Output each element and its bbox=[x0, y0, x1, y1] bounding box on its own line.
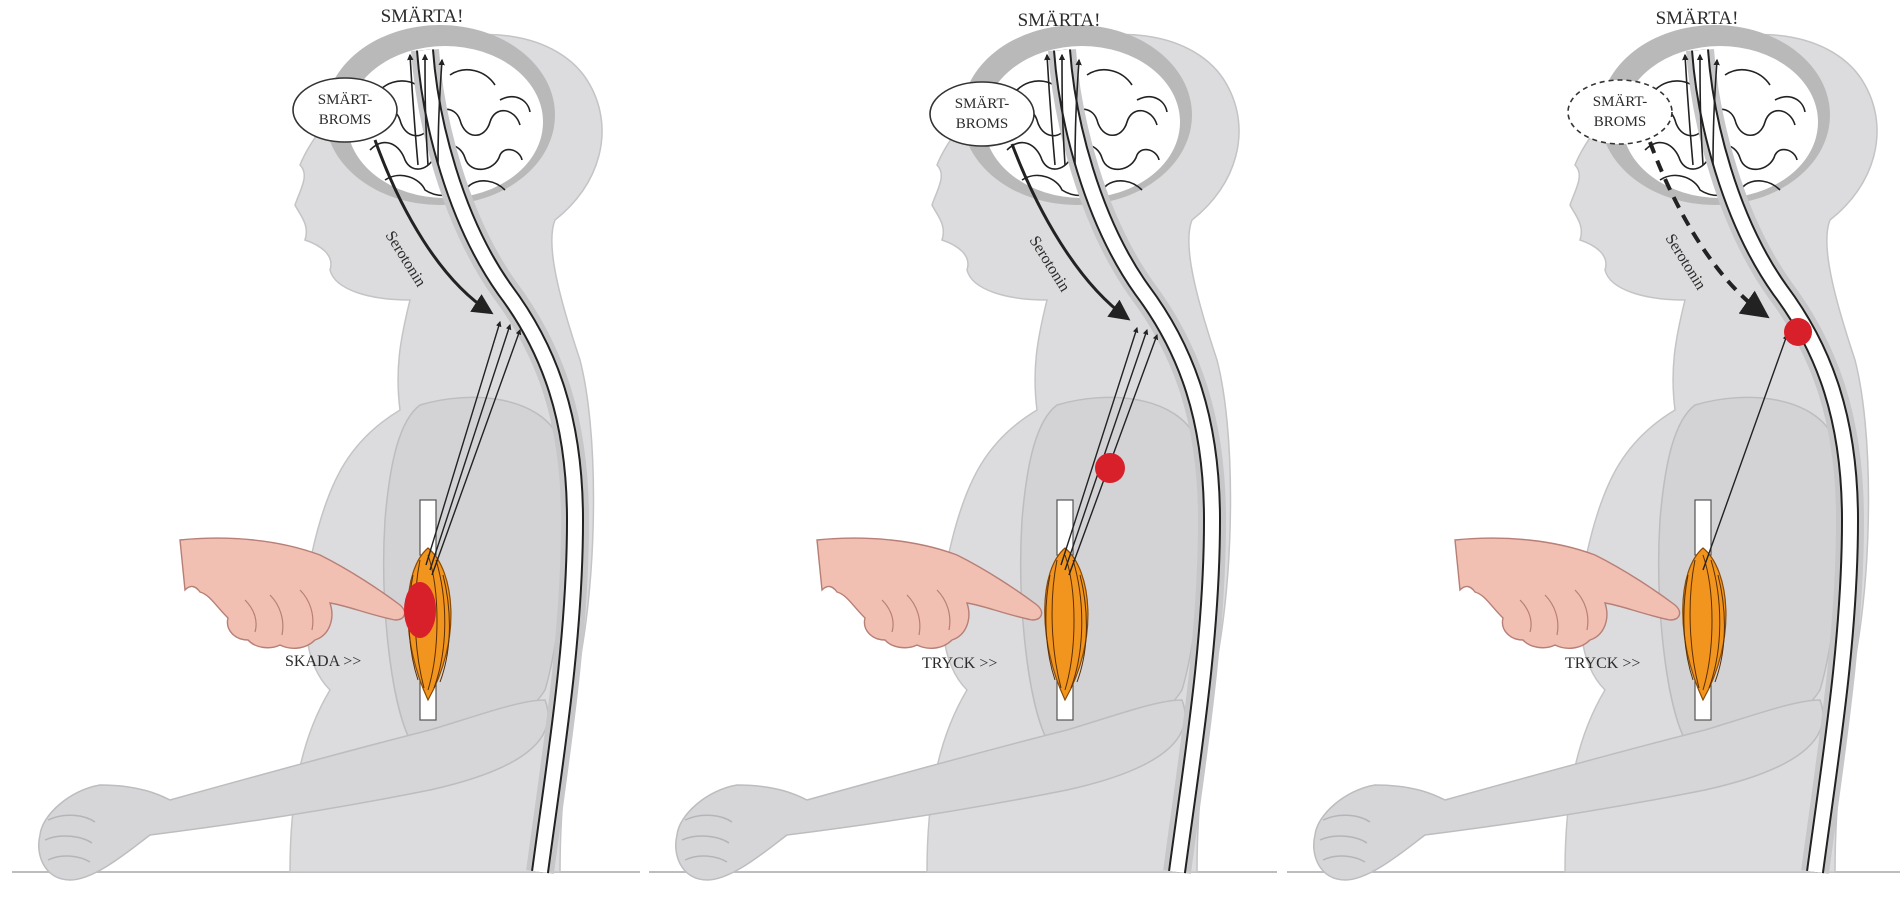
nerve-pressure-marker bbox=[1095, 453, 1125, 483]
injury-marker bbox=[404, 582, 436, 638]
oval-line-2: BROMS bbox=[1594, 114, 1647, 130]
smart-broms-oval bbox=[293, 78, 397, 142]
panel-title: SMÄRTA! bbox=[1018, 10, 1101, 31]
oval-line-1: SMÄRT- bbox=[318, 91, 372, 108]
finger-label: TRYCK >> bbox=[1565, 655, 1640, 672]
figure-silhouette-1 bbox=[12, 25, 640, 880]
oval-line-2: BROMS bbox=[319, 112, 372, 128]
panel-3: SMÄRTA! SMÄRT- BROMS Serotonin TRYCK >> bbox=[1287, 8, 1900, 880]
panel-title: SMÄRTA! bbox=[381, 6, 464, 27]
figure-silhouette-3 bbox=[1287, 25, 1900, 880]
finger-label: TRYCK >> bbox=[922, 655, 997, 672]
smart-broms-oval-dashed bbox=[1568, 80, 1672, 144]
spinal-pressure-marker bbox=[1784, 318, 1812, 346]
oval-line-2: BROMS bbox=[956, 116, 1009, 132]
panel-2: SMÄRTA! SMÄRT- BROMS Serotonin TRYCK >> bbox=[649, 10, 1277, 880]
oval-line-1: SMÄRT- bbox=[1593, 93, 1647, 110]
finger-label: SKADA >> bbox=[285, 653, 361, 670]
panel-1: SMÄRTA! SMÄRT- BROMS Serotonin SKADA >> bbox=[12, 6, 640, 880]
figure-silhouette-2 bbox=[649, 25, 1277, 880]
panel-title: SMÄRTA! bbox=[1656, 8, 1739, 29]
smart-broms-oval bbox=[930, 82, 1034, 146]
oval-line-1: SMÄRT- bbox=[955, 95, 1009, 112]
